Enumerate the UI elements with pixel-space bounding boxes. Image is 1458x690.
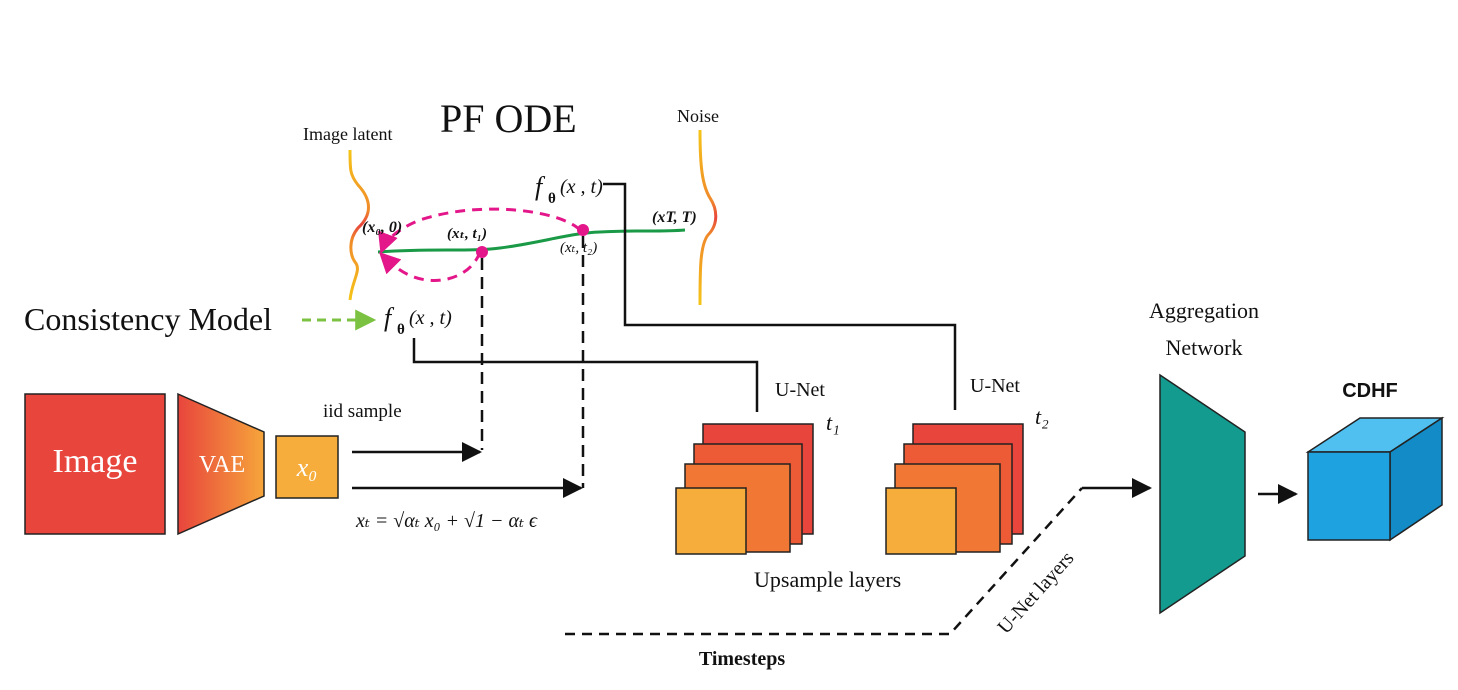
- aggregation-label-line1: Aggregation: [1149, 298, 1259, 323]
- x0-block: [275, 435, 339, 499]
- point-t1-dot: [476, 246, 488, 258]
- unet-layers-label: U-Net layers: [993, 547, 1078, 638]
- consistency-model-label: Consistency Model: [24, 301, 272, 337]
- timesteps-dashed-path: [565, 487, 1083, 636]
- f-theta-bottom-sub: θ: [397, 322, 405, 338]
- connector-f-bottom-to-unet1: [412, 338, 759, 412]
- upsample-stack-2: [885, 423, 1024, 555]
- cdhf-cube: [1305, 416, 1445, 542]
- aggregation-label-line2: Network: [1166, 335, 1243, 360]
- vae-label: VAE: [199, 452, 245, 478]
- consistency-loop-t2: [378, 207, 582, 254]
- vae-block: [177, 392, 265, 536]
- timesteps-label: Timesteps: [699, 648, 786, 670]
- f-theta-bottom-f: f: [384, 303, 395, 332]
- point-t2-label: (xₜ, t₂): [560, 240, 597, 256]
- f-theta-bottom-args: (x , t): [409, 307, 452, 329]
- consistency-loop-t1: [379, 251, 482, 282]
- cdhf-label: CDHF: [1342, 380, 1398, 402]
- iid-sample-label: iid sample: [323, 401, 402, 422]
- image-latent-label: Image latent: [303, 124, 392, 144]
- upsample-stack-1: [675, 423, 814, 555]
- f-theta-top-f: f: [535, 172, 546, 201]
- point-x0-label: (x₀, 0): [362, 219, 402, 236]
- point-T-label: (xT, T): [652, 209, 697, 226]
- forward-equation: xₜ = √αₜ x₀ + √1 − αₜ ϵ: [355, 510, 538, 532]
- pf-ode-title: PF ODE: [440, 96, 577, 141]
- unet-2-label: U-Net: [970, 375, 1020, 397]
- point-t2-dot: [577, 224, 589, 236]
- t1-label: t₁: [826, 410, 840, 435]
- t2-label: t₂: [1035, 404, 1049, 429]
- noise-curve: [698, 129, 718, 306]
- f-theta-top-args: (x , t): [560, 176, 603, 198]
- connector-f-top-to-unet2: [603, 182, 957, 410]
- f-theta-top: f θ (x , t): [535, 172, 603, 207]
- image-block: [24, 393, 166, 535]
- aggregation-network-block: [1159, 373, 1246, 615]
- image-latent-curve: [348, 149, 370, 301]
- ode-trajectory: [377, 228, 686, 254]
- image-label: Image: [53, 443, 138, 480]
- x0-label: x₀: [296, 453, 318, 482]
- unet-1-label: U-Net: [775, 379, 825, 401]
- point-t1-label: (xₜ, t₁): [447, 226, 487, 242]
- noise-label: Noise: [677, 106, 719, 126]
- f-theta-top-sub: θ: [548, 191, 556, 207]
- f-theta-bottom: f θ (x , t): [384, 303, 452, 338]
- upsample-layers-label: Upsample layers: [754, 567, 901, 592]
